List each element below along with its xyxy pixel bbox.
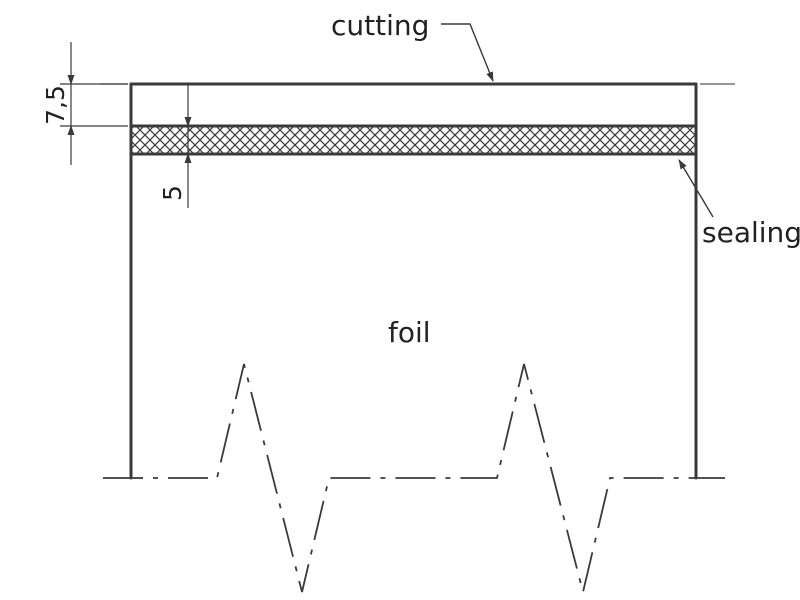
foil-label: foil bbox=[388, 316, 431, 349]
sealing-band bbox=[131, 124, 696, 156]
cutting-leader bbox=[441, 23, 494, 82]
sealing-label: sealing bbox=[702, 216, 800, 249]
dimension-7-5-label: 7,5 bbox=[41, 85, 70, 125]
sealing-leader bbox=[678, 159, 714, 218]
break-line bbox=[103, 363, 725, 593]
dimension-5-label: 5 bbox=[158, 185, 187, 201]
dimension-7-5 bbox=[60, 42, 128, 165]
cutting-label: cutting bbox=[331, 9, 429, 42]
